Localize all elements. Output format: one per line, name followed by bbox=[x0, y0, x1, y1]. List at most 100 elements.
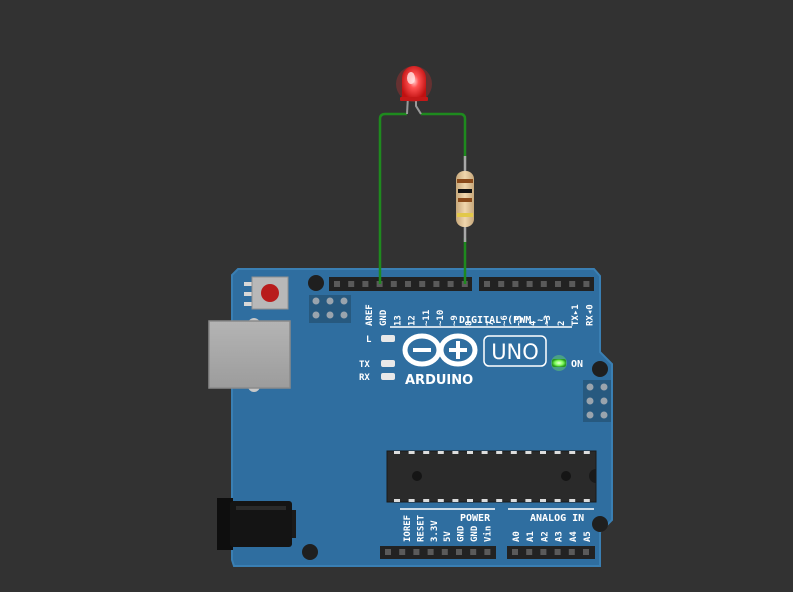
power-pin-label: IOREF bbox=[403, 515, 413, 542]
header-pin[interactable] bbox=[419, 281, 426, 287]
digital-pin-label: ~10 bbox=[436, 310, 446, 326]
analog-pin-label: A0 bbox=[512, 531, 522, 542]
analog-pin-label: A4 bbox=[569, 531, 579, 542]
mounting-hole bbox=[592, 516, 608, 532]
wire-led-to-resistor[interactable] bbox=[421, 112, 467, 160]
digital-pin-label: ~11 bbox=[422, 310, 432, 326]
digital-pin-label: RX◂0 bbox=[585, 304, 595, 326]
model-label: UNO bbox=[491, 340, 539, 364]
digital-label: DIGITAL (PWM ~) bbox=[459, 315, 549, 326]
power-pin-label: RESET bbox=[416, 514, 426, 542]
usb-port-icon[interactable] bbox=[208, 318, 291, 392]
digital-header-right[interactable] bbox=[479, 277, 594, 291]
header-pin[interactable] bbox=[447, 281, 454, 287]
digital-pin-label: 12 bbox=[408, 315, 418, 326]
analog-pin-label: A1 bbox=[526, 531, 536, 542]
analog-label: ANALOG IN bbox=[530, 513, 584, 524]
header-pin[interactable] bbox=[526, 549, 533, 555]
header-pin[interactable] bbox=[413, 549, 420, 555]
power-pin-label: 3.3V bbox=[430, 520, 440, 542]
header-pin[interactable] bbox=[484, 281, 490, 287]
digital-pin-label: GND bbox=[379, 309, 389, 326]
resistor-band-1 bbox=[457, 179, 473, 183]
model-badge: UNO bbox=[483, 335, 547, 367]
header-pin[interactable] bbox=[583, 549, 589, 555]
header-pin[interactable] bbox=[569, 281, 576, 287]
analog-pin-label: A2 bbox=[540, 531, 550, 542]
analog-pin-label: A3 bbox=[555, 531, 565, 542]
header-pin[interactable] bbox=[399, 549, 406, 555]
power-pin-label: Vin bbox=[482, 526, 493, 542]
header-pin[interactable] bbox=[433, 281, 440, 287]
led-icon[interactable] bbox=[396, 66, 432, 115]
digital-pin-label: 8 bbox=[464, 321, 474, 326]
header-pin[interactable] bbox=[512, 549, 518, 555]
resistor-band-3 bbox=[458, 198, 472, 202]
header-pin[interactable] bbox=[390, 281, 397, 287]
power-header[interactable] bbox=[380, 546, 496, 559]
header-pin[interactable] bbox=[334, 281, 340, 287]
power-on-led: ON bbox=[551, 355, 583, 371]
l-label: L bbox=[366, 335, 372, 345]
tx-led bbox=[381, 360, 395, 367]
wires[interactable] bbox=[378, 112, 467, 284]
digital-pin-label: 7 bbox=[486, 321, 496, 326]
brand-label: ARDUINO bbox=[405, 373, 473, 388]
header-pin[interactable] bbox=[385, 549, 391, 555]
analog-pin-label: A5 bbox=[583, 531, 593, 542]
resistor-icon[interactable] bbox=[456, 156, 474, 242]
analog-pin-labels: A0 A1 A2 A3 A4 A5 bbox=[512, 531, 593, 542]
header-pin[interactable] bbox=[540, 549, 547, 555]
power-pin-label: 5V bbox=[443, 531, 453, 542]
rx-led bbox=[381, 373, 395, 380]
power-pin-label: GND bbox=[457, 525, 467, 542]
header-pin[interactable] bbox=[554, 549, 561, 555]
digital-header-label: DIGITAL (PWM ~) bbox=[390, 315, 572, 328]
mounting-hole bbox=[302, 544, 318, 560]
rx-label: RX bbox=[359, 373, 370, 383]
microcontroller-icon bbox=[386, 450, 597, 503]
header-pin[interactable] bbox=[348, 281, 355, 287]
analog-header[interactable] bbox=[507, 546, 595, 559]
header-pin[interactable] bbox=[456, 549, 462, 555]
icsp-header-right bbox=[583, 380, 611, 422]
digital-pin-label: ~9 bbox=[450, 315, 460, 326]
power-jack-icon[interactable] bbox=[217, 498, 296, 550]
header-pin[interactable] bbox=[484, 549, 491, 555]
header-pin[interactable] bbox=[568, 549, 575, 555]
header-pin[interactable] bbox=[526, 281, 533, 287]
header-pin[interactable] bbox=[405, 281, 411, 287]
mounting-hole bbox=[592, 361, 608, 377]
resistor-band-4 bbox=[457, 213, 473, 217]
power-label: POWER bbox=[460, 513, 491, 524]
digital-pin-label: ~3 bbox=[543, 315, 553, 326]
header-pin[interactable] bbox=[362, 281, 369, 287]
header-pin[interactable] bbox=[470, 549, 477, 555]
digital-header-left[interactable] bbox=[329, 277, 472, 291]
digital-pin-label: 13 bbox=[393, 315, 403, 326]
wire-gnd-to-led[interactable] bbox=[378, 112, 407, 284]
header-pin[interactable] bbox=[498, 281, 505, 287]
digital-pin-label: AREF bbox=[365, 304, 375, 326]
digital-pin-label: TX▸1 bbox=[571, 304, 581, 326]
digital-pin-label: 4 bbox=[529, 320, 539, 326]
power-pin-label: GND bbox=[470, 525, 480, 542]
bottom-header-labels: POWER ANALOG IN bbox=[400, 508, 594, 524]
on-label: ON bbox=[571, 359, 583, 370]
header-pin[interactable] bbox=[441, 549, 448, 555]
digital-pin-label: 2 bbox=[557, 321, 567, 326]
icsp-header bbox=[309, 295, 351, 323]
header-pin[interactable] bbox=[512, 281, 519, 287]
mounting-hole bbox=[308, 275, 324, 291]
header-pin[interactable] bbox=[555, 281, 561, 287]
resistor-band-2 bbox=[458, 189, 472, 193]
header-pin[interactable] bbox=[427, 549, 434, 555]
header-pin[interactable] bbox=[583, 281, 590, 287]
header-pin[interactable] bbox=[540, 281, 547, 287]
reset-button-icon[interactable] bbox=[244, 276, 289, 310]
